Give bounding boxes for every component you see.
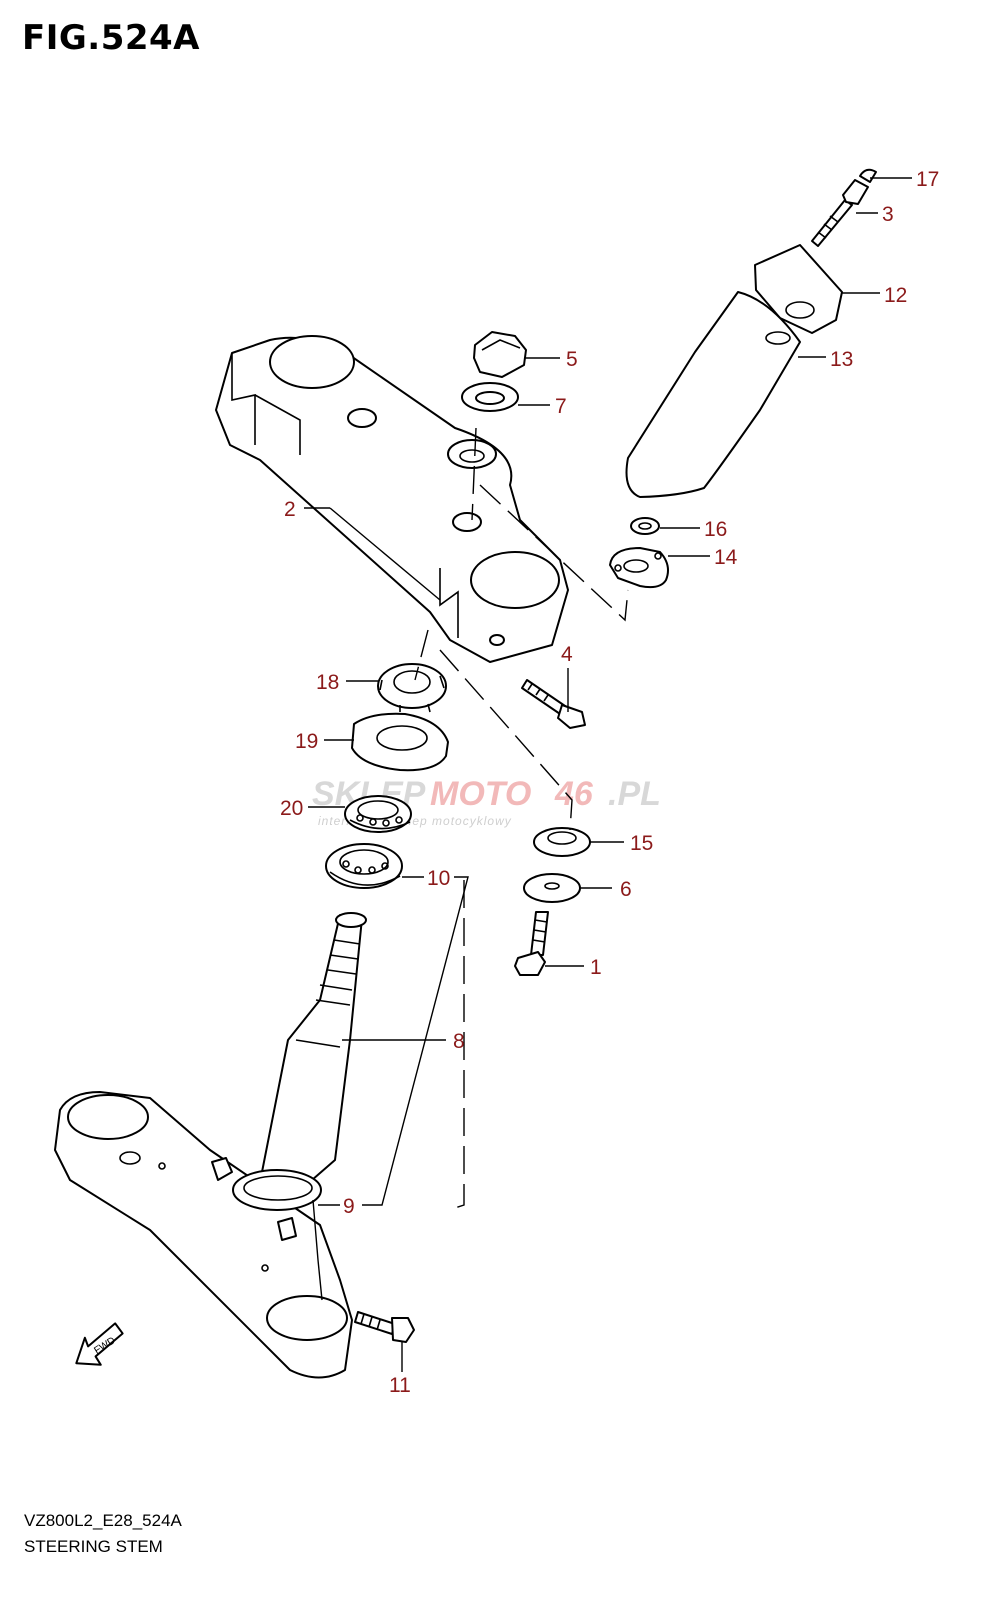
lower-bracket-part — [54, 1091, 353, 1379]
handlebar-holder-part — [754, 244, 843, 334]
pinch-bolt-part — [521, 679, 586, 729]
leader-lines — [304, 177, 912, 1372]
callout-7: 7 — [555, 395, 567, 418]
alignment-lines — [329, 427, 629, 1209]
clip-part — [859, 168, 877, 183]
callout-11: 11 — [389, 1374, 411, 1397]
callout-6: 6 — [620, 878, 632, 901]
callout-8: 8 — [453, 1030, 465, 1053]
callout-1: 1 — [590, 956, 602, 979]
model-code: VZ800L2_E28_524A — [24, 1511, 182, 1530]
callout-16: 16 — [704, 518, 727, 541]
washer-hole — [475, 391, 505, 405]
watermark-brand-part2: MOTO — [430, 775, 531, 813]
callout-labels: 17 3 12 13 5 7 2 16 14 4 18 19 20 15 10 … — [280, 168, 939, 1397]
callout-10: 10 — [427, 867, 450, 890]
callout-5: 5 — [566, 348, 578, 371]
lower-bearing-part — [325, 843, 403, 889]
steering-stem-part — [261, 912, 367, 1181]
stem-bolt-part — [514, 911, 549, 976]
figure-title: FIG.524A — [22, 18, 200, 58]
cap-nut-part — [473, 331, 527, 378]
forward-direction-arrow: FWD — [75, 1322, 124, 1366]
callout-20: 20 — [280, 797, 303, 820]
callout-15: 15 — [630, 832, 653, 855]
upper-bracket-part — [215, 335, 569, 663]
callout-3: 3 — [882, 203, 894, 226]
callout-14: 14 — [714, 546, 738, 569]
stem-seal-part — [232, 1169, 322, 1211]
plate-part — [609, 547, 669, 589]
callout-18: 18 — [316, 671, 339, 694]
small-washer-part — [630, 517, 660, 535]
bracket-socket-inner — [459, 449, 485, 463]
steering-nut-part — [377, 663, 447, 713]
callout-12: 12 — [884, 284, 907, 307]
handlebar-part — [625, 291, 801, 498]
flat-washer-part — [523, 873, 581, 903]
figure-footer: VZ800L2_E28_524A STEERING STEM — [24, 1508, 182, 1560]
callout-4: 4 — [561, 643, 573, 666]
upper-bearing-part — [344, 795, 412, 833]
callout-19: 19 — [295, 730, 318, 753]
holder-bolt-part — [811, 179, 869, 247]
watermark-brand-part3: 46 — [554, 775, 594, 813]
rubber-washer-part — [533, 827, 591, 857]
callout-17: 17 — [916, 168, 939, 191]
callout-2: 2 — [284, 498, 296, 521]
dust-seal-part — [351, 712, 449, 772]
watermark-brand-part4: .PL — [608, 775, 661, 813]
bracket-socket — [447, 439, 497, 469]
figure-caption: STEERING STEM — [24, 1537, 163, 1556]
bracket-bolt-part — [354, 1311, 415, 1343]
small-washer-hole — [638, 522, 652, 530]
callout-9: 9 — [343, 1195, 355, 1218]
callout-13: 13 — [830, 348, 853, 371]
